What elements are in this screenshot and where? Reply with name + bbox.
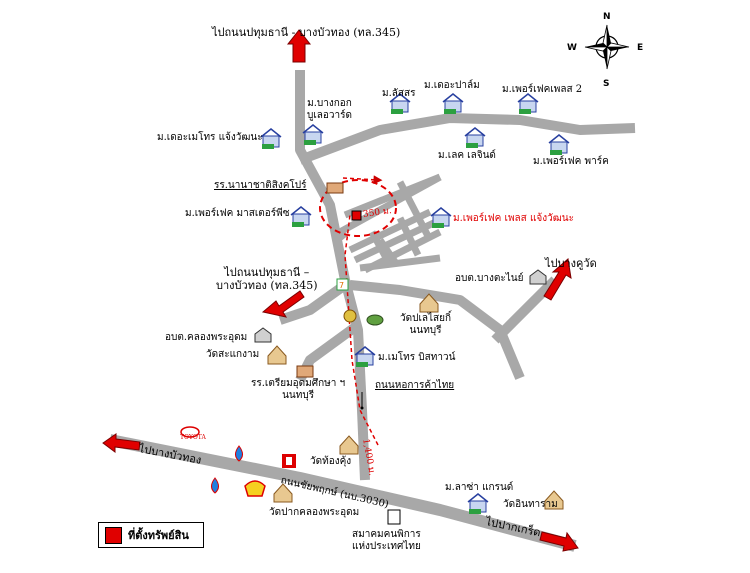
label-mu-lassa: ม.ลัสสร (382, 88, 416, 99)
west-road (278, 280, 348, 325)
arrow-bang-bua-thong (102, 433, 141, 453)
seven-eleven-icon: 7 (336, 278, 349, 291)
label-to-pathum-top: ไปถนนปทุมธานี - บางบัวทอง (ทล.345) (212, 26, 401, 39)
east-road (349, 280, 525, 380)
temple-icons (267, 293, 564, 510)
soi-grid (337, 173, 442, 274)
label-to-bang-khu-wat: ไปบางคูวัด (545, 257, 597, 270)
label-wat-thong-khung: วัดท้องคุ้ง (310, 456, 352, 467)
arrow-bang-khu-wat (543, 258, 572, 301)
compass-icon (584, 24, 630, 70)
label-mu-the-palm: ม.เดอะปาล์ม (424, 80, 480, 91)
property-circle (319, 179, 397, 237)
label-wat-plai-lad: วัดปเลไสยกิ์ นนทบุรี (400, 313, 452, 336)
direction-arrows (102, 29, 579, 552)
village-icon (430, 207, 452, 228)
route-arrow (342, 175, 383, 185)
label-to-pathum-left: ไปถนนปทุมธานี – บางบัวทอง (ทล.345) (216, 266, 318, 292)
chaiyaphruek-road (108, 434, 577, 552)
label-road-ha-kankha-thai: ถนนหอการค้าไทย (375, 380, 455, 391)
compass-e: E (637, 43, 644, 53)
label-school-nanachat: รร.นานาชาติสิงคโปร์ (214, 180, 307, 191)
label-mu-bangkok-boulevard: ม.บางกอก บูเลอวาร์ด (307, 98, 352, 121)
label-mu-perfect-place-chaeng: ม.เพอร์เฟค เพลส แจ้งวัฒนะ (453, 213, 574, 224)
arrow-pak-kret (539, 531, 579, 552)
school-icon (296, 182, 344, 378)
label-mu-metro-chaengwattana: ม.เดอะเมโทร แจ้งวัฒนะ (157, 132, 263, 143)
label-mu-laksa-grand: ม.ลาซ่า แกรนด์ (445, 482, 514, 493)
label-mu-perfect-masterpiece: ม.เพอร์เฟค มาสเตอร์พีซ (185, 208, 290, 219)
village-icon (517, 93, 539, 114)
legend-label: ที่ตั้งทรัพย์สิน (128, 529, 189, 542)
legend-swatch (105, 526, 122, 544)
label-mu-metro-biz-town: ม.เมโทร บิสทาวน์ (378, 352, 456, 363)
label-mu-lake-legend: ม.เลค เลจินด์ (438, 150, 496, 161)
village-icon (442, 93, 464, 114)
village-icon (290, 206, 312, 227)
svg-text:7: 7 (339, 281, 344, 290)
office-icons (254, 269, 547, 343)
village-icon (354, 346, 376, 367)
village-icon (260, 128, 282, 149)
compass-n: N (603, 12, 611, 22)
label-mu-perfect-park: ม.เพอร์เฟค พาร์ค (533, 156, 609, 167)
legend: ที่ตั้งทรัพย์สิน (98, 522, 204, 548)
label-wat-pak-khlong: วัดปากคลองพระอุดม (269, 507, 360, 518)
village-icon (467, 493, 489, 514)
village-icon (548, 134, 570, 155)
arrow-north (286, 29, 312, 63)
compass-w: W (567, 43, 577, 53)
label-obt-bang-tanai: อบต.บางตะไนย์ (455, 273, 524, 284)
village-icons (260, 93, 570, 514)
landmark-icons (343, 309, 401, 525)
label-mu-perfect-place-2: ม.เพอร์เฟคเพลส 2 (502, 84, 583, 95)
village-icon (302, 124, 324, 145)
fuel-brand-icons (180, 426, 296, 497)
label-wat-intharam: วัดอินทาราม (503, 499, 558, 510)
label-school-udom: รร.เตรียมอุดมศึกษา ฯ นนทบุรี (251, 378, 346, 401)
label-wat-sakae-ngam: วัดสะแกงาม (206, 349, 260, 360)
label-obt-khlong-phra-udom: อบต.คลองพระอุดม (165, 332, 248, 343)
label-toyota: TOYOTA (180, 434, 206, 441)
upper-east-road (298, 113, 636, 165)
label-association: สมาคมคนพิการ แห่งประเทศไทย (352, 529, 421, 552)
compass-s: S (603, 79, 610, 89)
route-dashed (344, 211, 379, 446)
bang-khu-wat-road (491, 276, 559, 344)
village-icon (464, 127, 486, 148)
village-icon (389, 93, 411, 114)
arrow-west-pathum (261, 290, 305, 318)
property-marker (351, 210, 362, 221)
